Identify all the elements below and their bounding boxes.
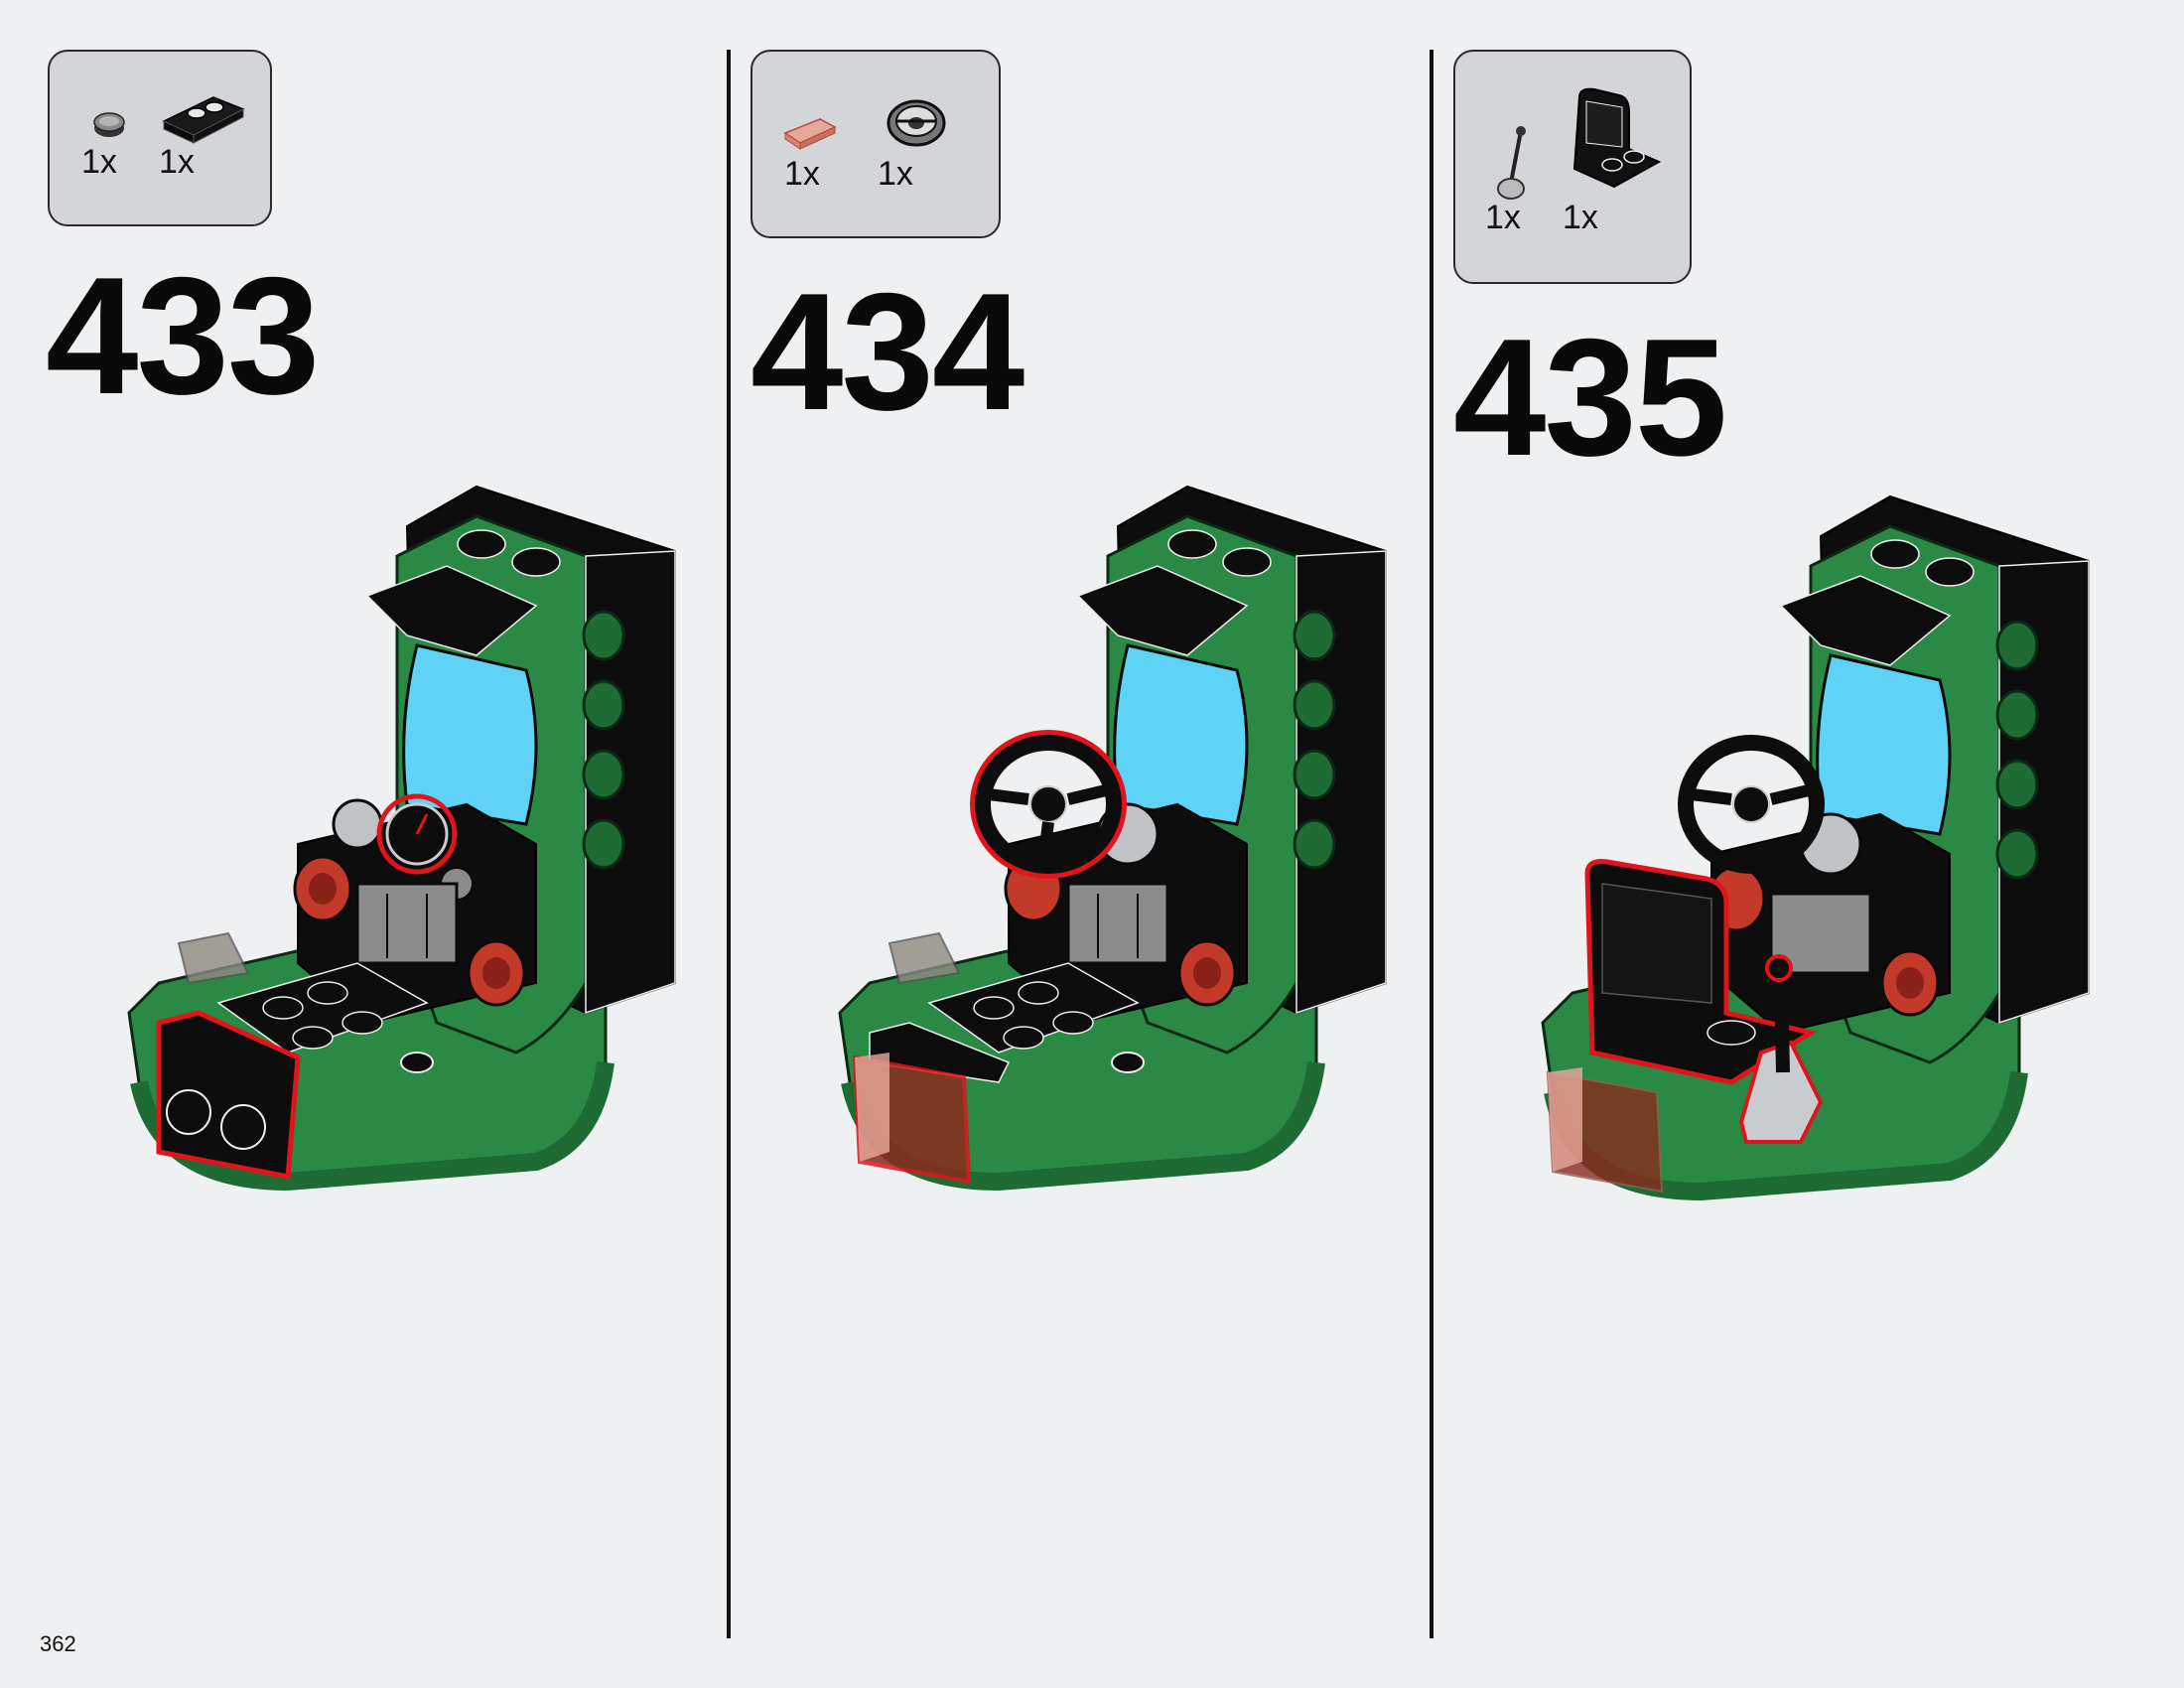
- panel-divider-left: [727, 50, 731, 1638]
- part-quantity: 1x: [81, 143, 117, 181]
- panel-divider-right: [1430, 50, 1433, 1638]
- step-number: 433: [46, 242, 320, 429]
- step-panel-434: 1x 1x 434: [731, 0, 1426, 1668]
- steering-wheel-icon: [887, 99, 946, 147]
- arcade-cabinet-model: [1541, 494, 2090, 1201]
- arcade-cabinet-model: [127, 485, 676, 1192]
- gear-stick-icon: [1497, 126, 1526, 200]
- arcade-cabinet-model: [838, 485, 1387, 1192]
- step-number: 434: [751, 258, 1024, 445]
- parts-callout: 1x 1x: [1453, 50, 1692, 284]
- parts-callout: 1x 1x: [48, 50, 272, 226]
- plate-with-studs-icon: [162, 96, 245, 144]
- trans-red-tile-icon: [783, 118, 837, 150]
- step-panel-433: 1x 1x 433: [0, 0, 725, 1668]
- part-quantity: 1x: [1485, 199, 1521, 236]
- seat-icon: [1572, 87, 1662, 189]
- parts-callout: 1x 1x: [751, 50, 1001, 238]
- part-quantity: 1x: [784, 155, 820, 193]
- page-number: 362: [40, 1631, 76, 1656]
- step-panel-435: 1x 1x 435: [1433, 0, 2184, 1668]
- part-quantity: 1x: [878, 155, 913, 193]
- part-quantity: 1x: [1563, 199, 1598, 236]
- step-number: 435: [1453, 304, 1727, 491]
- round-tile-icon: [93, 112, 125, 137]
- part-quantity: 1x: [159, 143, 195, 181]
